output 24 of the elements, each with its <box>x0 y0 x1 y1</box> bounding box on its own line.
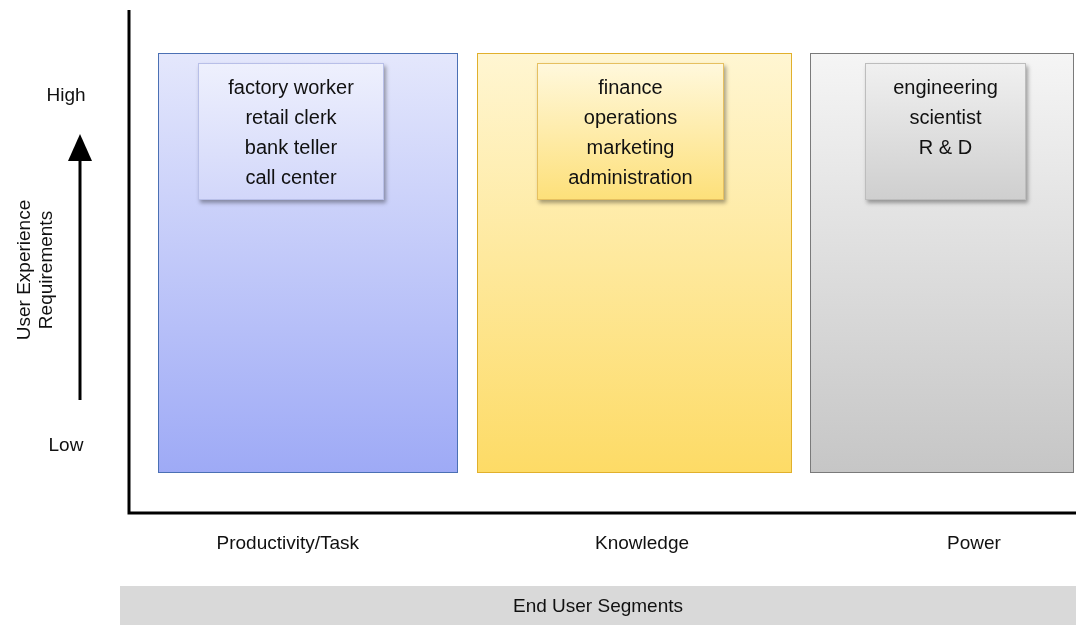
column-panel <box>477 53 792 473</box>
role-name: bank teller <box>244 135 338 160</box>
column-panel <box>810 53 1074 473</box>
role-name: finance <box>598 75 663 100</box>
role-name: factory worker <box>228 75 354 100</box>
role-name: scientist <box>909 105 982 130</box>
category-label: Power <box>947 532 1001 554</box>
role-name: engineering <box>893 75 998 100</box>
category-label: Productivity/Task <box>216 532 360 554</box>
role-list-card <box>865 63 1026 200</box>
axis-title: User Experience Requirements <box>13 198 57 343</box>
role-name: retail clerk <box>245 105 337 130</box>
role-name: marketing <box>586 135 675 160</box>
role-name: operations <box>583 105 678 130</box>
axis-title-band: End User Segments <box>120 586 1076 625</box>
column-panel <box>158 53 458 473</box>
role-list-card <box>198 63 384 200</box>
role-list-card <box>537 63 724 200</box>
role-name: call center <box>245 165 337 190</box>
category-label: Knowledge <box>595 532 690 554</box>
axis-label: High <box>46 84 86 106</box>
role-name: R & D <box>918 135 973 160</box>
axis-label: Low <box>48 434 84 456</box>
role-name: administration <box>568 165 693 190</box>
